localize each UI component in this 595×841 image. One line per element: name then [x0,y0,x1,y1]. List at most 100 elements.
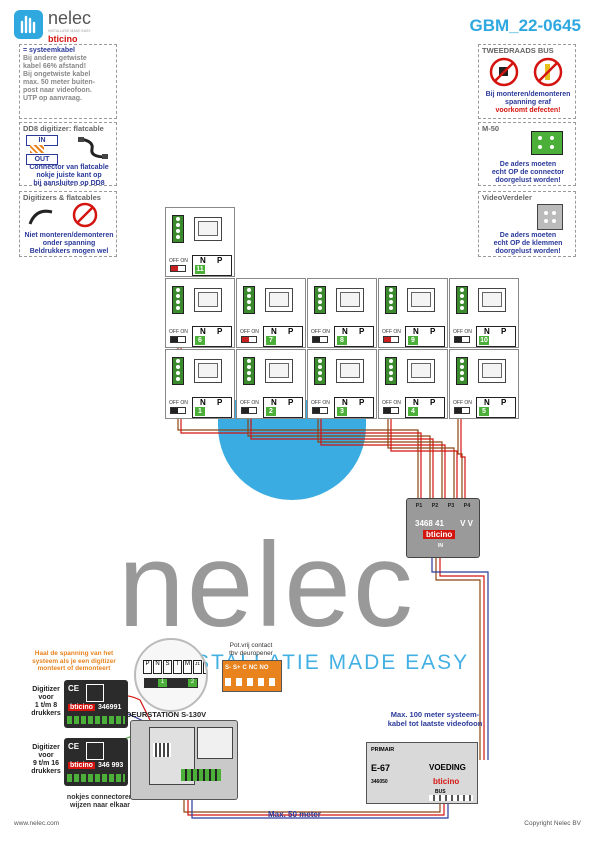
unit-number: 8 [337,336,347,345]
digitizer-code: 346 993 [98,762,124,769]
label-line: Digitizer [32,686,60,693]
offon-switch[interactable] [312,407,328,414]
monitor-icon [265,288,293,312]
digitizer-1: CE bticino 346991 [64,680,128,728]
note-dd8: DD8 digitizer: flatcable IN OUT Connecto… [19,122,117,187]
warning-line: monteert of demonteert [37,665,111,672]
terminal-label: J1 [193,660,202,674]
doorstation-terminals [181,769,221,781]
offon-switch[interactable] [170,407,186,414]
doc-id: GBM_22-0645 [469,16,581,35]
note-line: Bij monteren/demonteren [485,91,571,98]
contact-screws [225,678,279,686]
terminal-block [314,286,326,314]
note-title: Digitizers & flatcables [23,193,101,202]
note-line: kabel 66% afstand! [23,63,87,70]
in-label: IN [438,543,443,549]
terminal-label: M [183,660,192,674]
logo-tagline: INSTALLATIE MADE EASY [48,29,91,33]
n-label: N [200,327,206,336]
offon-switch[interactable] [241,336,257,343]
offon-label: OFF ON [382,400,401,406]
port-label: P4 [463,503,471,509]
port-label: P1 [415,503,423,509]
cable-note-50m: Max. 50 meter [268,810,321,819]
unit-number: 4 [408,407,418,416]
digitizer-in-out [86,684,104,702]
note-line: Niet monteren/demonteren [24,232,114,239]
note-line: kabel tot laatste videofoon [387,719,483,728]
terminal-strip [144,678,198,688]
power-supply: PRIMAIR E-67 VOEDING 346050 bticino BUS [366,742,478,804]
footer-right: Copyright Nelec BV [524,820,581,827]
offon-switch[interactable] [170,336,186,343]
offon-switch[interactable] [170,265,186,272]
offon-switch[interactable] [383,407,399,414]
terminal-block [243,286,255,314]
nokjes-note: nokjes connectoren wijzen naar elkaar [58,794,142,810]
note-line: De aders moeten [499,161,557,168]
note-line: max. 50 meter buiten- [23,79,95,86]
terminal-block [172,357,184,385]
note-tweedraads: TWEEDRAADS BUS Bij monteren/demonteren s… [478,44,576,119]
logo-icon [14,10,43,39]
offon-label: OFF ON [311,329,330,335]
offon-switch[interactable] [383,336,399,343]
note-line: bij aansluiten op DD8 [33,180,105,187]
terminal-zoom: P N S T M J1 J2 1 2 [134,638,208,712]
prohibited-icon [72,202,98,228]
note-line: onder spanning [42,240,96,247]
cable-note-100m: Max. 100 meter systeem- kabel tot laatst… [380,710,490,728]
offon-switch[interactable] [454,407,470,414]
label-line: voor [38,752,54,759]
video-distributor: P1 P2 P3 P4 3468 41 V V bticino IN [406,498,480,558]
offon-label: OFF ON [169,400,188,406]
terminal-block [385,357,397,385]
terminal-block [314,357,326,385]
psu-bus-label: BUS [435,789,446,795]
contact-label: C [242,665,247,671]
n-label: N [200,398,206,407]
offon-switch[interactable] [454,336,470,343]
psu-terminals [429,795,473,801]
note-line: Bij andere getwiste [23,55,87,62]
p-label: P [430,327,436,336]
p-label: P [359,398,365,407]
offon-switch[interactable] [312,336,328,343]
note-m50: M-50 De aders moeten echt OP de connecto… [478,122,576,186]
contact-label: NO [259,665,269,671]
terminal-block [456,286,468,314]
note-line: nokjes connectoren [66,794,134,801]
note-systeemkabel: = systeemkabel Bij andere getwiste kabel… [19,44,117,119]
note-line: echt OP de klemmen [493,240,563,247]
terminal-label: N [153,660,162,674]
terminal-label: T [173,660,182,674]
terminal-block [456,357,468,385]
note-line: echt OP de connector [491,169,565,176]
label-line: Digitizer [32,744,60,751]
watermark-text: nelec [118,518,415,652]
bticino-logo: bticino [433,777,460,786]
p-label: P [217,327,223,336]
note-line: Beldrukkers mogen wel [29,248,109,255]
connector-icon [78,137,108,159]
monitor-icon [265,359,293,383]
unit-number: 7 [266,336,276,345]
note-line: Bij ongetwiste kabel [23,71,91,78]
flatcable-icon [30,145,44,153]
terminal-block [385,286,397,314]
note-title: TWEEDRAADS BUS [482,46,554,55]
title-line: tbv deuropener [229,649,273,657]
contact-label: NC [248,665,258,671]
psu-model: E-67 [371,763,391,773]
offon-switch[interactable] [241,407,257,414]
terminal-block [243,357,255,385]
